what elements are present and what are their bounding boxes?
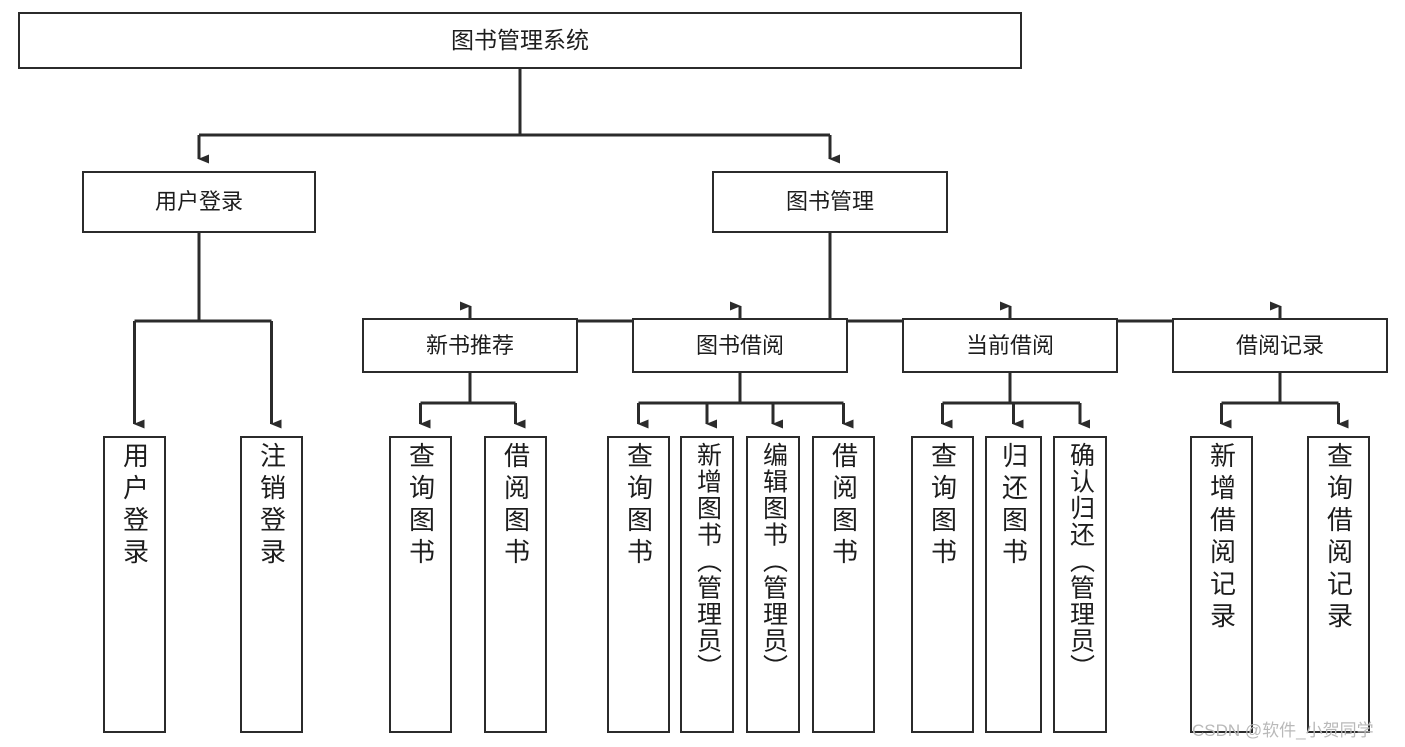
node-label: 编辑图书（管理员） bbox=[759, 442, 788, 681]
node-label: 归还图书 bbox=[998, 442, 1029, 570]
node-label: 确认归还（管理员） bbox=[1066, 442, 1095, 681]
node-leaf-user-logout[interactable]: 注销登录 bbox=[240, 436, 303, 733]
node-label: 用户登录 bbox=[119, 442, 150, 570]
node-current-borrow[interactable]: 当前借阅 bbox=[902, 318, 1118, 373]
node-leaf-return-book[interactable]: 归还图书 bbox=[985, 436, 1042, 733]
node-book-manage[interactable]: 图书管理 bbox=[712, 171, 948, 233]
node-label: 查询图书 bbox=[927, 442, 958, 570]
node-label: 图书管理 bbox=[785, 189, 874, 215]
node-user-login[interactable]: 用户登录 bbox=[82, 171, 316, 233]
node-leaf-user-login[interactable]: 用户登录 bbox=[103, 436, 166, 733]
node-leaf-borrow-book-1[interactable]: 借阅图书 bbox=[484, 436, 547, 733]
node-label: 图书借阅 bbox=[695, 332, 784, 358]
node-label: 查询图书 bbox=[405, 442, 436, 570]
node-label: 借阅图书 bbox=[828, 442, 859, 570]
node-book-borrow[interactable]: 图书借阅 bbox=[632, 318, 848, 373]
node-new-book-rec[interactable]: 新书推荐 bbox=[362, 318, 578, 373]
node-label: 借阅记录 bbox=[1235, 332, 1324, 358]
node-label: 新书推荐 bbox=[425, 332, 514, 358]
node-leaf-add-borrow-record[interactable]: 新增借阅记录 bbox=[1190, 436, 1253, 733]
node-label: 新增图书（管理员） bbox=[693, 442, 722, 681]
node-leaf-borrow-book-2[interactable]: 借阅图书 bbox=[812, 436, 875, 733]
node-leaf-query-book-1[interactable]: 查询图书 bbox=[389, 436, 452, 733]
node-label: 图书管理系统 bbox=[451, 27, 589, 54]
node-borrow-record[interactable]: 借阅记录 bbox=[1172, 318, 1388, 373]
node-leaf-query-book-3[interactable]: 查询图书 bbox=[911, 436, 974, 733]
node-label: 新增借阅记录 bbox=[1206, 442, 1237, 634]
node-label: 当前借阅 bbox=[965, 332, 1054, 358]
node-label: 查询借阅记录 bbox=[1323, 442, 1354, 634]
node-leaf-add-book-admin[interactable]: 新增图书（管理员） bbox=[680, 436, 734, 733]
node-leaf-query-borrow-record[interactable]: 查询借阅记录 bbox=[1307, 436, 1370, 733]
node-leaf-query-book-2[interactable]: 查询图书 bbox=[607, 436, 670, 733]
node-label: 注销登录 bbox=[256, 442, 287, 570]
node-label: 查询图书 bbox=[623, 442, 654, 570]
node-leaf-edit-book-admin[interactable]: 编辑图书（管理员） bbox=[746, 436, 800, 733]
node-leaf-confirm-return-admin[interactable]: 确认归还（管理员） bbox=[1053, 436, 1107, 733]
node-label: 借阅图书 bbox=[500, 442, 531, 570]
node-root[interactable]: 图书管理系统 bbox=[18, 12, 1022, 69]
node-label: 用户登录 bbox=[154, 189, 243, 215]
